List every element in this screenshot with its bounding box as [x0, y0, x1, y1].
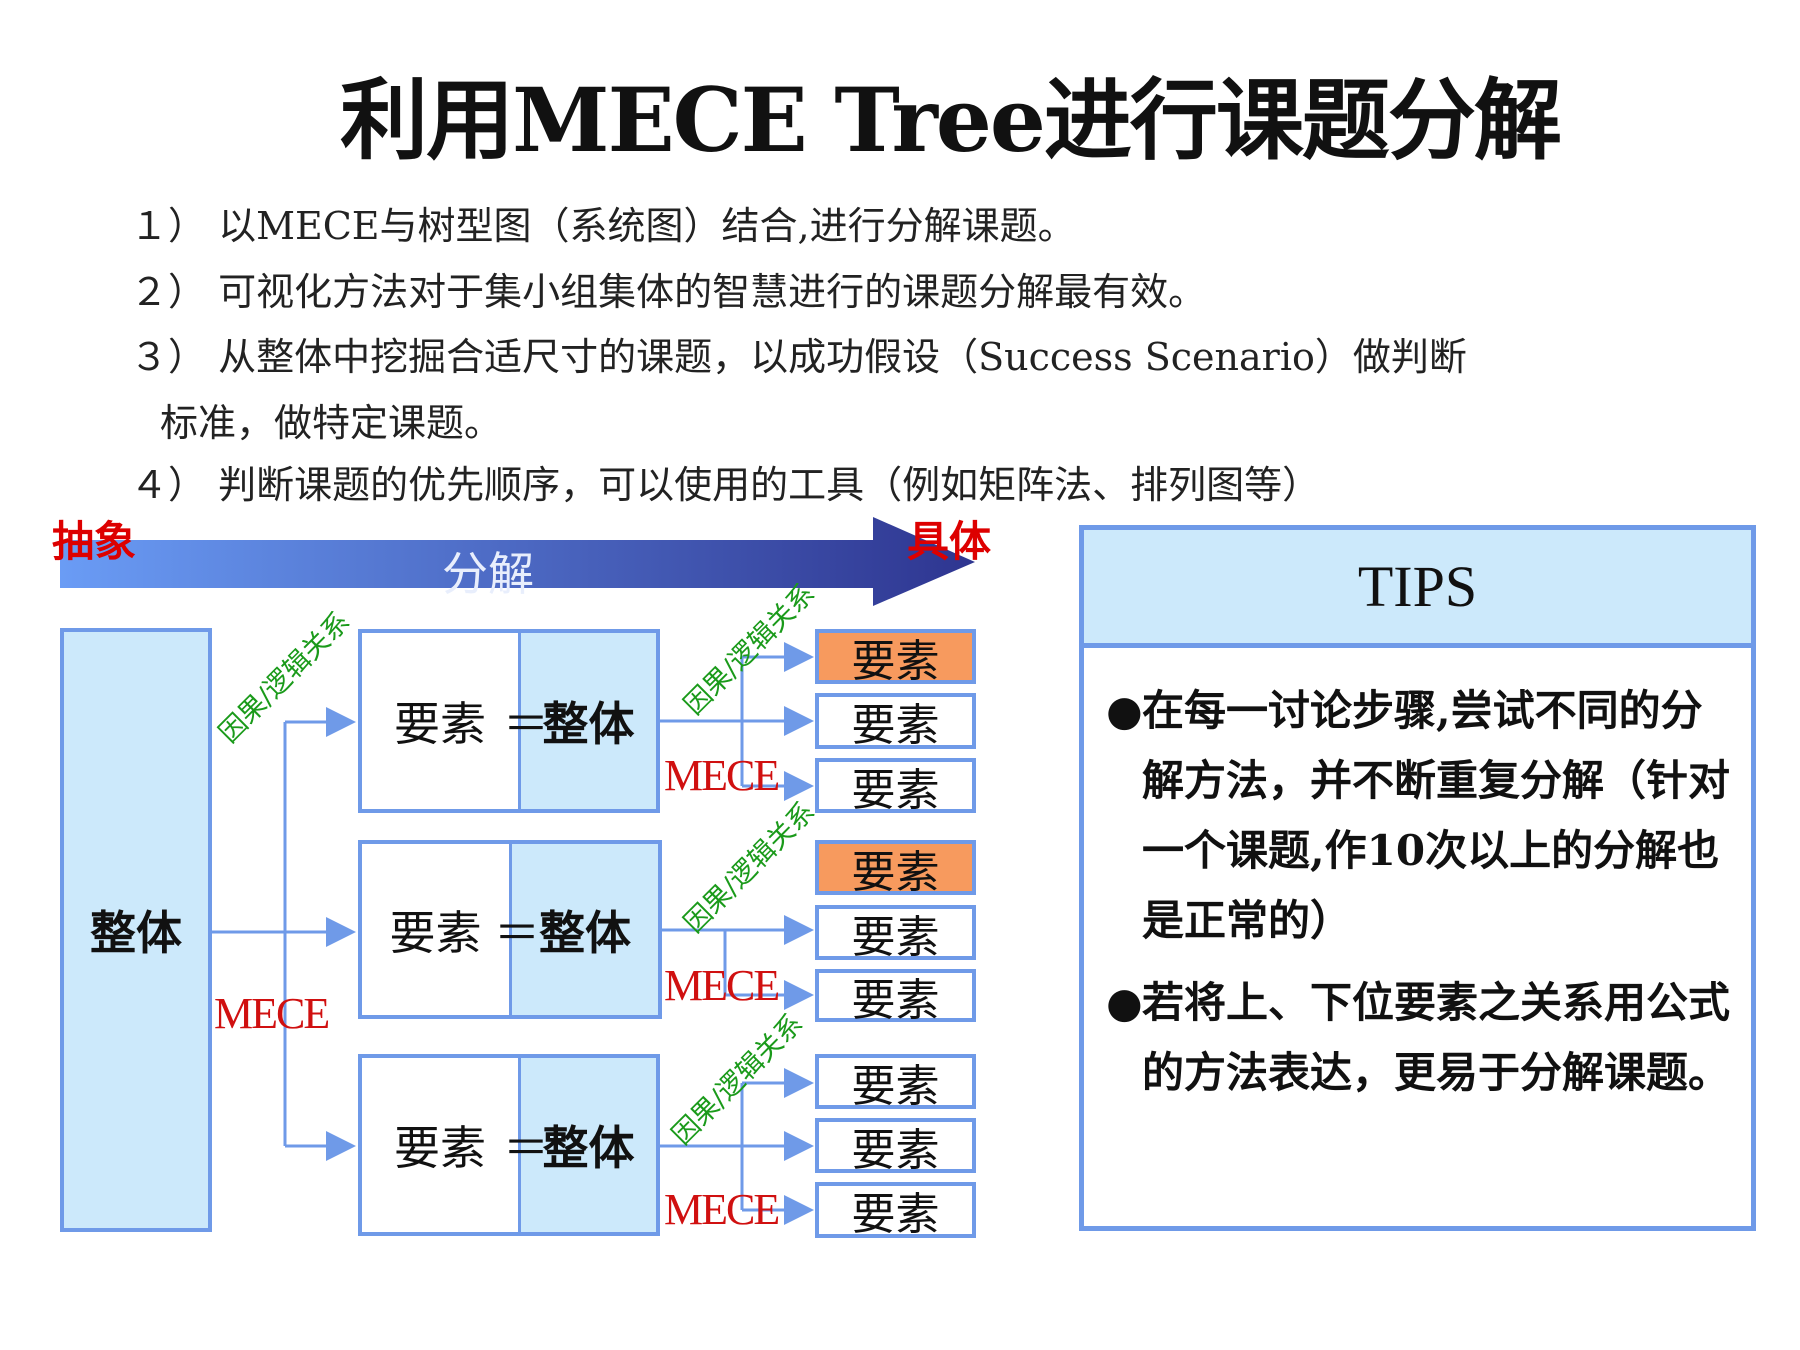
concrete-label: 具体 — [907, 517, 992, 566]
element-label: 要素 — [362, 844, 512, 1015]
element-label: 要素 — [362, 633, 521, 809]
tip-item: ●若将上、下位要素之关系用公式的方法表达，更易于分解课题。 — [1084, 968, 1751, 1108]
page-title: 利用MECE Tree进行课题分解 — [340, 68, 1562, 172]
element-box: 要素 — [815, 1118, 976, 1176]
sub-whole-box-2: 要素 ＝整体 — [358, 840, 662, 1019]
tip-text: 若将上、下位要素之关系用公式的方法表达，更易于分解课题。 — [1142, 978, 1731, 1097]
point-3-cont: 标准，做特定课题。 — [160, 401, 503, 445]
point-1: １） 以MECE与树型图（系统图）结合,进行分解课题。 — [130, 204, 1076, 248]
whole-box: 整体 — [60, 628, 212, 1232]
whole-label: 整体 — [90, 906, 182, 960]
decomposition-arrow — [60, 517, 975, 606]
point-2: ２） 可视化方法对于集小组集体的智慧进行的课题分解最有效。 — [130, 270, 1207, 314]
abstract-label: 抽象 — [52, 517, 137, 566]
bullet-icon: ● — [1106, 978, 1143, 1027]
element-box: 要素 — [815, 905, 976, 963]
element-box: 要素 — [815, 1054, 976, 1112]
mece-label: MECE — [664, 751, 780, 800]
equals-sign: ＝ — [494, 905, 540, 960]
decompose-label: 分解 — [442, 547, 534, 601]
mece-label: MECE — [664, 961, 780, 1010]
element-label: 要素 — [362, 1058, 521, 1232]
mece-label: MECE — [664, 1185, 780, 1234]
tips-panel: TIPS ●在每一讨论步骤,尝试不同的分解方法，并不断重复分解（针对一个课题,作… — [1079, 525, 1756, 1231]
tip-text: 在每一讨论步骤,尝试不同的分解方法，并不断重复分解（针对一个课题,作10次以上的… — [1142, 686, 1731, 945]
tips-title: TIPS — [1084, 530, 1751, 648]
sub-whole-box-3: 要素 ＝整体 — [358, 1054, 660, 1236]
element-box-highlight: 要素 — [815, 840, 976, 898]
equals-sign: ＝ — [503, 697, 549, 751]
whole-label: 整体 — [542, 697, 635, 751]
point-4: ４） 判断课题的优先顺序，可以使用的工具（例如矩阵法、排列图等） — [130, 463, 1321, 507]
whole-label: 整体 — [542, 1121, 635, 1175]
point-3: ３） 从整体中挖掘合适尺寸的课题，以成功假设（Success Scenario）… — [130, 335, 1467, 379]
element-box: 要素 — [815, 969, 976, 1026]
mece-label: MECE — [214, 989, 330, 1038]
element-box: 要素 — [815, 758, 976, 816]
element-box: 要素 — [815, 693, 976, 751]
tip-item: ●在每一讨论步骤,尝试不同的分解方法，并不断重复分解（针对一个课题,作10次以上… — [1084, 676, 1751, 956]
equals-sign: ＝ — [503, 1121, 549, 1175]
sub-whole-box-1: 要素 ＝整体 — [358, 629, 660, 813]
element-box: 要素 — [815, 1182, 976, 1240]
element-box-highlight: 要素 — [815, 629, 976, 687]
bullet-icon: ● — [1106, 686, 1143, 735]
whole-label: 整体 — [539, 905, 631, 960]
